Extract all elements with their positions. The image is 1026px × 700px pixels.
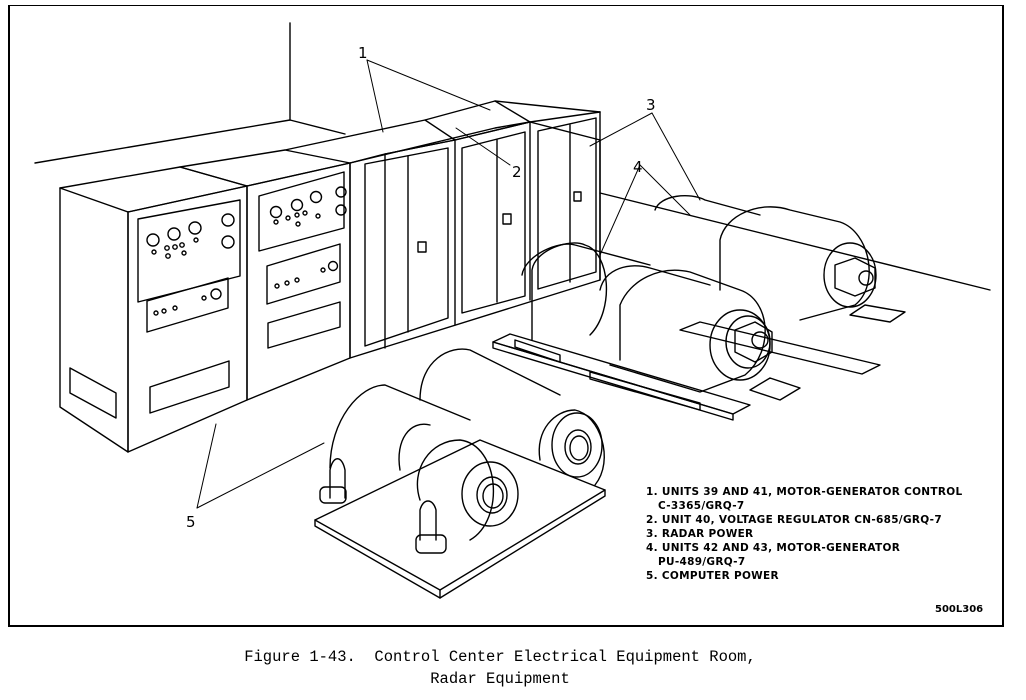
equipment-room-drawing: 1 2 3 4 5 [0, 0, 1026, 640]
callout-2: 2 [512, 163, 522, 181]
callout-4: 4 [633, 158, 643, 176]
callout-leaders [197, 60, 700, 508]
figure-frame [8, 5, 1004, 627]
motor-generator-back [655, 196, 905, 400]
figure-id: 500L306 [935, 604, 984, 615]
room-lines [35, 23, 990, 290]
callout-5: 5 [186, 513, 196, 531]
tall-cabinets [285, 101, 600, 358]
caption-line-2: Radar Equipment [430, 670, 570, 688]
legend-item-5: 5. COMPUTER POWER [646, 570, 779, 582]
legend-item-1-cont: C-3365/GRQ-7 [658, 500, 745, 512]
figure-caption: Figure 1-43. Control Center Electrical E… [0, 646, 1000, 690]
legend-item-1: 1. UNITS 39 AND 41, MOTOR-GENERATOR CONT… [646, 486, 963, 498]
legend-item-4: 4. UNITS 42 AND 43, MOTOR-GENERATOR [646, 542, 901, 554]
callout-1: 1 [358, 44, 368, 62]
console-left [60, 167, 247, 452]
console-second [180, 150, 350, 400]
motor-generator-front [493, 243, 772, 420]
callout-3: 3 [646, 96, 656, 114]
computer-power-generator [315, 349, 605, 598]
figure-legend: 1. UNITS 39 AND 41, MOTOR-GENERATOR CONT… [646, 485, 962, 583]
legend-item-3: 3. RADAR POWER [646, 528, 754, 540]
legend-item-2: 2. UNIT 40, VOLTAGE REGULATOR CN-685/GRQ… [646, 514, 942, 526]
legend-item-4-cont: PU-489/GRQ-7 [658, 556, 746, 568]
caption-line-1: Figure 1-43. Control Center Electrical E… [244, 648, 756, 666]
